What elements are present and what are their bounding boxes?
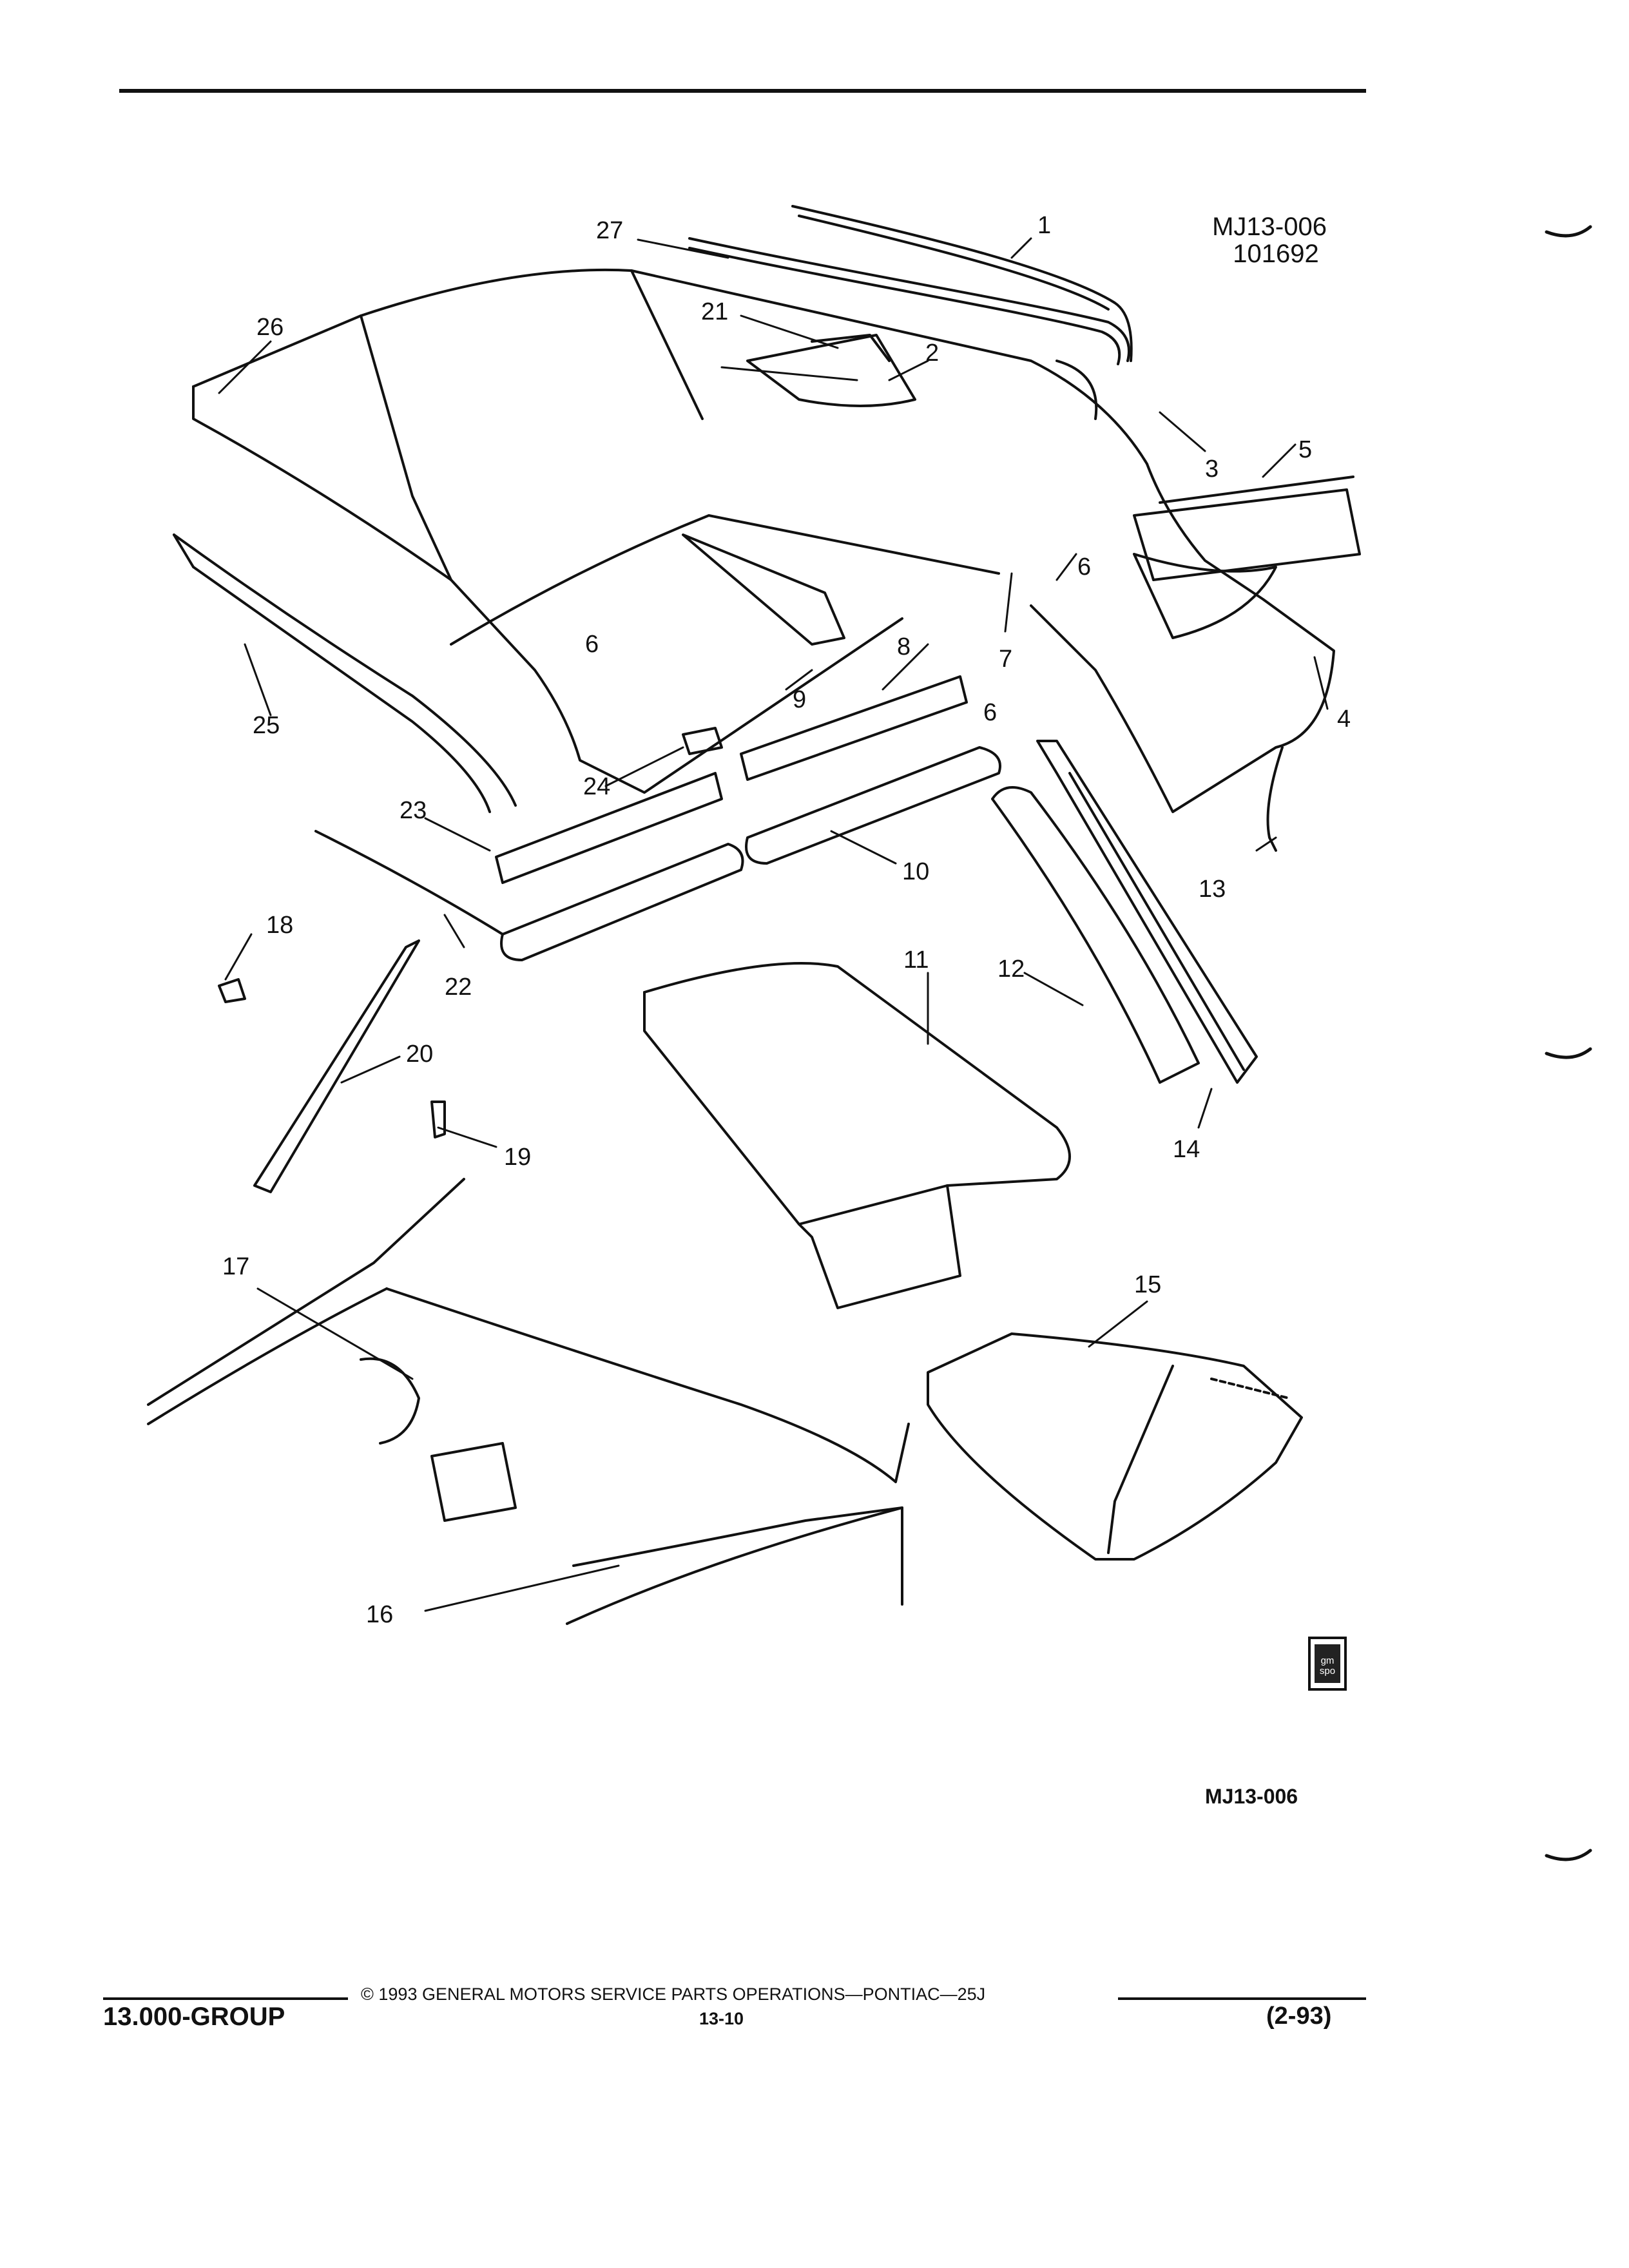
callout-labels: 1 2 3 4 5 6 6 6 7 8 9 10 11 12 13 14 15 …: [222, 212, 1351, 1628]
footer-group: 13.000-GROUP: [103, 2003, 285, 2031]
callout-11: 11: [903, 947, 929, 974]
part-top-cover: [192, 268, 1335, 813]
callout-2: 2: [925, 340, 939, 367]
part-pillar-14: [1036, 740, 1258, 1084]
callout-19: 19: [504, 1144, 531, 1171]
footer-page-number: 13-10: [699, 2009, 744, 2028]
callout-12: 12: [998, 956, 1025, 983]
callout-18: 18: [266, 912, 293, 939]
part-bag-15: [927, 1332, 1303, 1561]
callout-4: 4: [1337, 706, 1351, 733]
callout-24: 24: [583, 773, 610, 800]
gm-spo-logo: gm spo: [1308, 1637, 1347, 1691]
part-rail-20: [253, 939, 420, 1193]
top-rule: [119, 89, 1366, 93]
figure-code-footer: MJ13-006: [1205, 1785, 1298, 1808]
part-nut-18: [218, 978, 246, 1003]
callout-6a: 6: [1077, 553, 1091, 581]
callout-17: 17: [222, 1253, 249, 1280]
callout-5: 5: [1298, 436, 1312, 463]
callout-15: 15: [1134, 1271, 1161, 1298]
callout-6b: 6: [585, 631, 599, 658]
callout-16: 16: [366, 1601, 393, 1628]
callout-23: 23: [400, 797, 427, 824]
part-left-side-rail: [173, 533, 517, 813]
footer-revision: (2-93): [1266, 2003, 1332, 2030]
callout-6c: 6: [983, 699, 997, 726]
callout-13: 13: [1199, 876, 1226, 903]
date-code-header: 101692: [1233, 240, 1319, 268]
callout-8: 8: [897, 633, 911, 660]
footer-copyright: © 1993 GENERAL MOTORS SERVICE PARTS OPER…: [361, 1984, 986, 2004]
part-body-section: [147, 1178, 910, 1625]
callout-22: 22: [445, 974, 472, 1001]
part-retainer-lower: [495, 772, 723, 884]
callout-25: 25: [253, 712, 280, 739]
margin-mark: [1545, 1849, 1592, 1861]
footer-rule-left: [103, 1997, 348, 2000]
callout-27: 27: [596, 217, 623, 244]
callout-7: 7: [999, 646, 1012, 673]
callout-10: 10: [902, 858, 929, 885]
margin-mark: [1545, 225, 1592, 238]
part-boot-11: [643, 962, 1071, 1309]
callout-21: 21: [701, 298, 728, 325]
part-bow-lower: [745, 746, 1001, 865]
part-bow-22: [500, 843, 744, 961]
leader-lines: [218, 237, 1329, 1612]
part-retainer-upper: [740, 675, 968, 781]
callout-26: 26: [256, 314, 284, 341]
part-pin-19: [430, 1100, 446, 1139]
part-side-bow: [1133, 476, 1361, 639]
part-rear-weatherstrip: [688, 205, 1133, 420]
margin-mark: [1545, 1047, 1592, 1059]
part-cable-13: [1266, 746, 1284, 852]
callout-20: 20: [406, 1041, 433, 1068]
logo-text: gm spo: [1315, 1644, 1340, 1683]
callout-3: 3: [1205, 456, 1219, 483]
figure-code-header: MJ13-006: [1212, 213, 1327, 241]
callout-14: 14: [1173, 1136, 1200, 1163]
footer-rule-right: [1118, 1997, 1366, 2000]
part-pillar-12: [991, 786, 1200, 1084]
callout-1: 1: [1037, 212, 1051, 239]
callout-9: 9: [793, 686, 806, 713]
part-clip: [682, 727, 723, 755]
